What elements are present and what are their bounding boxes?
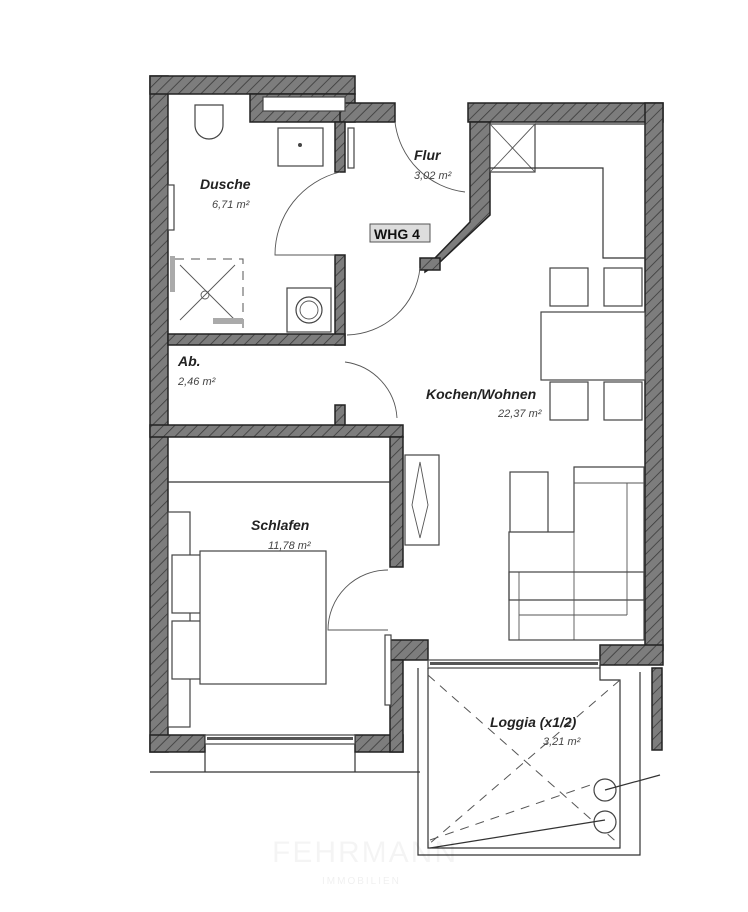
room-name-flur: Flur [414,147,442,163]
room-area-loggia: 3,21 m² [543,736,581,748]
windows [150,659,601,773]
watermark-logo: FEHRMANN IMMOBILIEN [272,836,458,887]
unit-label: WHG 4 [374,226,420,242]
bathroom-fixtures [167,96,355,333]
room-name-dusche: Dusche [200,176,251,192]
bed [199,550,327,685]
watermark-sub: IMMOBILIEN [322,876,401,887]
chair [603,267,643,307]
room-area-ab: 2,46 m² [177,376,216,388]
dining-table [540,311,646,381]
watermark-brand: FEHRMANN [272,836,458,869]
sink-icon [277,127,324,167]
room-area-dusche: 6,71 m² [212,199,250,211]
coffee-table [509,471,549,537]
chair [549,267,589,307]
unit-tag [369,223,431,243]
shower-tray [175,258,244,329]
room-area-schlafen: 11,78 m² [268,540,311,552]
room-name-kochen-wohnen: Kochen/Wohnen [426,386,536,402]
room-area-kochen-wohnen: 22,37 m² [497,408,542,420]
room-area-flur: 3,02 m² [414,170,452,182]
room-labels: Dusche 6,71 m² Flur 3,02 m² WHG 4 Ab. 2,… [177,147,581,748]
chair [549,381,589,421]
toilet-icon [194,104,224,140]
living-furniture [404,123,646,641]
doors [274,121,466,631]
chair [603,381,643,421]
room-name-loggia: Loggia (x1/2) [490,714,577,730]
room-name-ab: Ab. [177,353,201,369]
bedroom-furniture [167,481,392,728]
loggia [417,665,663,856]
room-name-schlafen: Schlafen [251,517,309,533]
walls [149,75,664,753]
